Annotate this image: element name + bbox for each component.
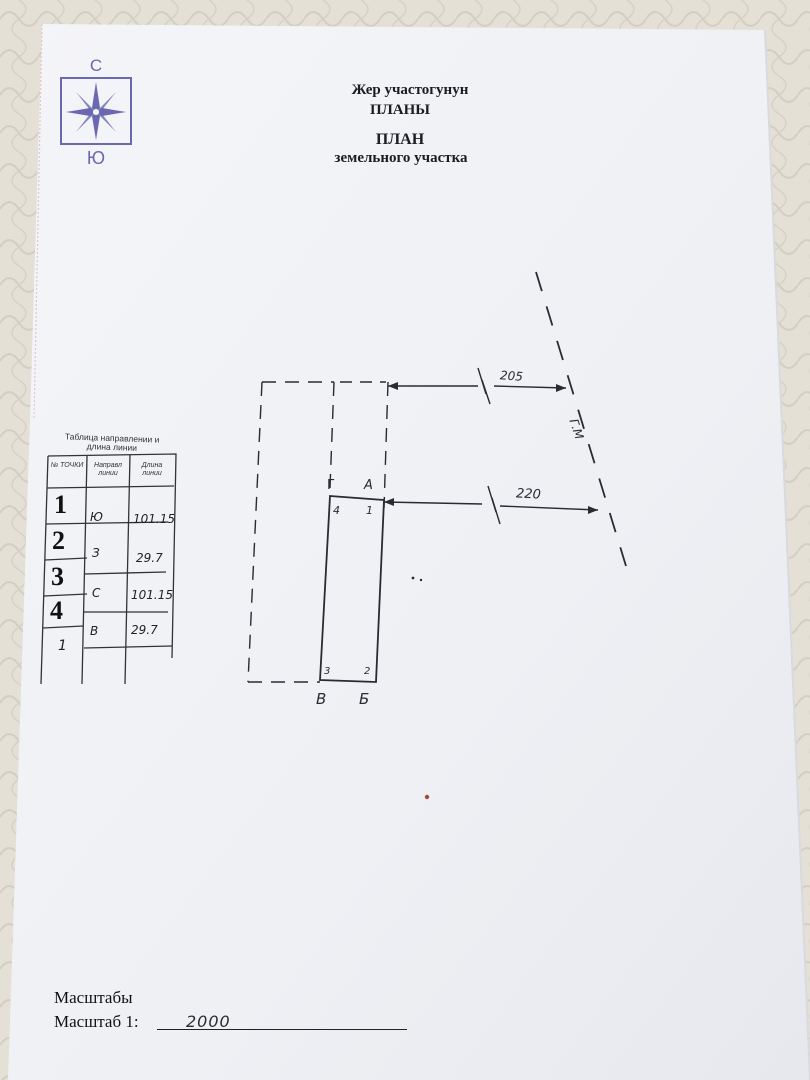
corner-letter-b: Б [359,690,370,708]
title-ru-line2: земельного участка [334,150,468,166]
row-3-direction: С [92,586,101,600]
compass-north-label: С [89,56,103,75]
row-1-direction: Ю [90,510,103,524]
corner-num-4: 4 [333,504,340,517]
row-5-point: 1 [58,638,67,654]
distance-lower-label: 220 [515,486,542,503]
row-3-point: 3 [51,562,64,591]
title-kg-line2: ПЛАНЫ [369,102,431,118]
row-3-length: 101.15 [131,588,173,602]
corner-letter-v: В [316,690,327,708]
directions-table-grid [40,453,177,685]
row-4-length: 29.7 [131,623,158,637]
row-4-point: 4 [50,596,63,625]
compass-stamp: С Ю [58,56,134,174]
neighbor-plot-right-edge [383,381,389,509]
road-line [535,271,627,567]
row-2-length: 29.7 [136,551,163,565]
table-header-length: Длина линии [141,462,163,477]
compass-rose-icon [60,77,132,145]
row-1-point: 1 [54,490,67,519]
title-kg-line1: Жер участогунун [351,82,469,98]
table-header-direction: Направл линии [94,462,122,477]
row-2-direction: З [92,546,100,560]
row-2-point: 2 [52,526,65,555]
distance-upper-label: 205 [499,368,524,384]
distance-arrow-lower [383,501,599,511]
corner-letter-g: Г [327,478,335,493]
scale-value: 2000 [186,1012,231,1031]
title-ru-line1: ПЛАН [375,131,425,148]
scale-underline [157,1029,407,1030]
row-4-direction: В [90,624,99,638]
scale-label-kg: Масштабы [54,988,133,1007]
distance-arrow-upper [388,385,567,389]
corner-num-1: 1 [366,504,373,517]
compass-south-label: Ю [86,148,106,168]
neighbor-plot-outline [247,381,335,683]
corner-num-2: 2 [364,666,371,677]
corner-letter-a: А [364,478,373,493]
scale-label-ru: Масштаб 1: [54,1012,139,1031]
row-1-length: 101.15 [133,512,175,526]
corner-num-3: 3 [324,666,331,677]
table-header-point: № ТОЧКИ [50,462,84,469]
main-plot-rectangle [319,495,385,683]
